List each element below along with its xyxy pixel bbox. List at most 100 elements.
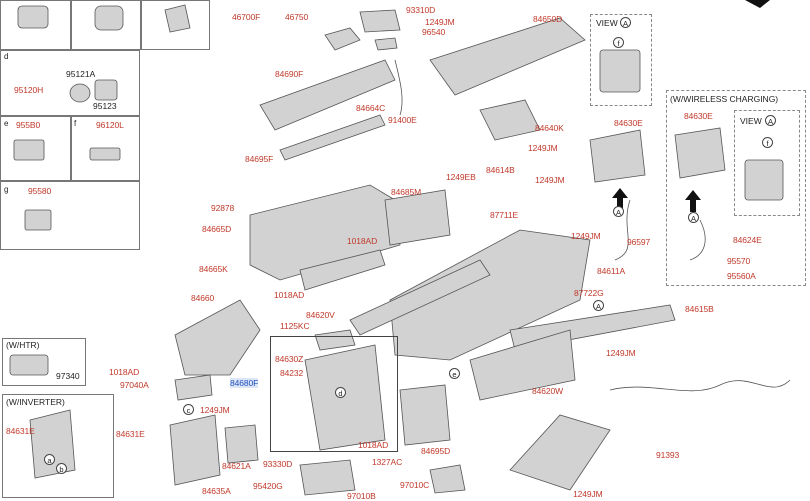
- part-label-1249JM-a[interactable]: 1249JM: [425, 17, 455, 27]
- part-label-84630E-wireless[interactable]: 84630E: [684, 111, 713, 121]
- panel-84665: [249, 184, 401, 281]
- part-label-92878[interactable]: 92878: [211, 203, 235, 213]
- part-label-95560A[interactable]: 95560A: [727, 271, 756, 281]
- part-label-87722G[interactable]: 87722G: [574, 288, 604, 298]
- htr-title: (W/HTR): [6, 340, 40, 350]
- part-label-84630Z[interactable]: 84630Z: [275, 354, 304, 364]
- divider: [0, 180, 140, 182]
- part-label-97040A[interactable]: 97040A: [120, 380, 149, 390]
- part-label-93310D[interactable]: 93310D: [406, 5, 436, 15]
- part-label-46700F[interactable]: 46700F: [232, 12, 261, 22]
- part-label-96120L[interactable]: 96120L: [96, 120, 124, 130]
- part-label-84615B[interactable]: 84615B: [685, 304, 714, 314]
- part-label-84631E-inverter[interactable]: 84631E: [6, 426, 35, 436]
- part-label-84665D[interactable]: 84665D: [202, 224, 232, 234]
- section-f-key: f: [74, 119, 77, 128]
- duct-97010: [509, 414, 611, 491]
- part-label-1018AD-c[interactable]: 1018AD: [109, 367, 140, 377]
- part-label-84680F[interactable]: 84680F: [230, 378, 259, 388]
- left-top-box: [0, 0, 210, 50]
- part-label-84635A[interactable]: 84635A: [202, 486, 231, 496]
- rear-cover-84631E: [169, 414, 221, 486]
- bracket-84695D: [399, 384, 451, 446]
- part-label-84624E[interactable]: 84624E: [733, 235, 762, 245]
- part-label-955B0[interactable]: 955B0: [16, 120, 41, 130]
- part-label-84695F[interactable]: 84695F: [245, 154, 274, 164]
- upper-panel-84650D: [429, 17, 586, 96]
- knob-part-2: [94, 5, 124, 31]
- part-label-84630E[interactable]: 84630E: [614, 118, 643, 128]
- part-label-46750[interactable]: 46750: [285, 12, 309, 22]
- part-label-87711E[interactable]: 87711E: [490, 210, 519, 220]
- arrow-up-icon: [612, 188, 628, 210]
- socket-part: [69, 83, 91, 103]
- part-label-91400E[interactable]: 91400E: [388, 115, 417, 125]
- part-label-95123[interactable]: 95123: [93, 101, 117, 111]
- part-label-1327AC[interactable]: 1327AC: [372, 457, 403, 467]
- part-label-1249JM-e[interactable]: 1249JM: [606, 348, 636, 358]
- part-label-84631E[interactable]: 84631E: [116, 429, 145, 439]
- part-label-93330D[interactable]: 93330D: [263, 459, 293, 469]
- part-label-97340[interactable]: 97340: [56, 371, 80, 381]
- part-label-84660[interactable]: 84660: [191, 293, 215, 303]
- part-label-84621A[interactable]: 84621A: [222, 461, 251, 471]
- part-label-84695D[interactable]: 84695D: [421, 446, 451, 456]
- divider: [140, 0, 142, 50]
- view-a-box: [590, 14, 652, 106]
- wire-harness-91393: [609, 379, 791, 392]
- part-label-84664C[interactable]: 84664C: [356, 103, 386, 113]
- part-label-84665K[interactable]: 84665K: [199, 264, 228, 274]
- part-label-84640K[interactable]: 84640K: [535, 123, 564, 133]
- part-label-1249JM-c[interactable]: 1249JM: [535, 175, 565, 185]
- part-label-1018AD-d[interactable]: 1018AD: [358, 440, 389, 450]
- inverter-cover-84631E: [29, 409, 76, 479]
- part-label-91393[interactable]: 91393: [656, 450, 680, 460]
- inverter-box: [2, 394, 114, 498]
- part-label-1249JM-d[interactable]: 1249JM: [571, 231, 601, 241]
- wire-84624E: [689, 219, 706, 261]
- part-label-1018AD-b[interactable]: 1018AD: [274, 290, 305, 300]
- part-label-1249JM-f[interactable]: 1249JM: [200, 405, 230, 415]
- part-label-96597[interactable]: 96597: [627, 237, 651, 247]
- wireless-arrow-marker: A: [688, 212, 699, 223]
- part-label-84650D[interactable]: 84650D: [533, 14, 563, 24]
- part-label-84611A[interactable]: 84611A: [597, 266, 626, 276]
- trim-84695F: [279, 114, 386, 161]
- callout-A: A: [613, 206, 624, 217]
- part-label-84690F[interactable]: 84690F: [275, 69, 304, 79]
- part-label-1018AD-a[interactable]: 1018AD: [347, 236, 378, 246]
- wireless-title: (W/WIRELESS CHARGING): [670, 94, 779, 104]
- arrow-up-wireless-icon: [685, 190, 701, 212]
- part-label-84620V[interactable]: 84620V: [306, 310, 335, 320]
- part-label-95121A[interactable]: 95121A: [66, 69, 96, 79]
- part-label-1249EB[interactable]: 1249EB: [446, 172, 476, 182]
- direction-arrow-icon: [745, 0, 770, 8]
- part-label-95580[interactable]: 95580: [28, 186, 52, 196]
- part-label-84232[interactable]: 84232: [280, 368, 304, 378]
- part-label-97010C[interactable]: 97010C: [400, 480, 430, 490]
- duct-95420G: [299, 459, 356, 496]
- 96540-part: [374, 37, 398, 51]
- part-label-1249JM-b[interactable]: 1249JM: [528, 143, 558, 153]
- part-label-95570[interactable]: 95570: [727, 256, 751, 266]
- callout-b: b: [56, 463, 67, 474]
- storage-box-84680F: [304, 344, 386, 451]
- inverter-title: (W/INVERTER): [6, 397, 65, 407]
- htr-switch-97340: [9, 354, 49, 376]
- section-d-key: d: [4, 52, 9, 61]
- jack-part: [24, 209, 52, 231]
- view-a-part: [599, 49, 641, 93]
- cupholder-cover: [324, 27, 361, 51]
- part-label-1125KC[interactable]: 1125KC: [280, 321, 310, 331]
- part-label-97010B[interactable]: 97010B: [347, 491, 376, 501]
- plug-part: [94, 79, 118, 101]
- charger-84630E: [589, 129, 646, 183]
- part-label-84620W[interactable]: 84620W: [532, 386, 564, 396]
- part-label-96540[interactable]: 96540: [422, 27, 446, 37]
- part-label-95420G[interactable]: 95420G: [253, 481, 283, 491]
- part-label-1249JM-g[interactable]: 1249JM: [573, 489, 603, 499]
- part-label-84685M[interactable]: 84685M: [391, 187, 422, 197]
- part-label-84614B[interactable]: 84614B: [486, 165, 515, 175]
- part-label-95120H[interactable]: 95120H: [14, 85, 44, 95]
